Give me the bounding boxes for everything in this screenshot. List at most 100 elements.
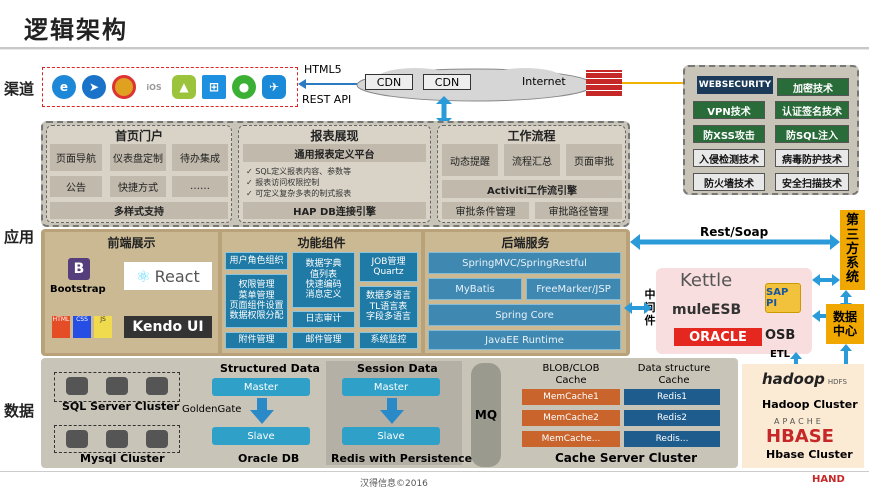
oracle-db-label: Oracle DB [238,452,300,465]
sqlserver-db-icons [66,377,168,395]
safari-icon: ➤ [82,75,106,99]
database-icon [146,377,168,395]
portal-cell: 页面导航 [50,144,102,171]
redis-persistence-label: Redis with Persistence [331,452,473,465]
hbase-logo: HBASE [766,426,834,447]
function-cell: 日志审计 [292,311,355,328]
data-center: 数据中心 [826,304,864,344]
chrome-icon [112,75,136,99]
bootstrap-label: Bootstrap [50,284,106,295]
function-cell: JOB管理 Quartz [359,252,418,282]
internet-label: Internet [522,75,566,88]
cache-cluster-label: Cache Server Cluster [555,451,698,465]
ie-icon: e [52,75,76,99]
redis-node: Redis2 [624,410,720,426]
workflow-engine: Activiti工作流引擎 [442,180,622,198]
etl-label: ETL [770,349,791,360]
hadoop-wordmark: hadoop [762,370,825,388]
js-icon: JS [94,316,112,338]
security-item: 病毒防护技术 [775,149,849,167]
report-platform: 通用报表定义平台 [243,144,426,162]
function-cell: 数据多语言 TL语言表 字段多语言 [359,286,418,328]
sqlserver-box [54,372,180,402]
database-icon [66,430,88,448]
hadoop-logo: hadoop HDFS [762,370,847,388]
datastructure-cache-label: Data structure Cache [637,363,711,386]
master-db: Master [212,378,310,396]
firewall-icon [586,70,622,96]
channel-icons: e ➤ iOS ▲ ⊞ ● ✈ [52,75,286,99]
mysql-box [54,425,180,453]
portal-footer: 多样式支持 [50,202,228,219]
android-icon: ▲ [172,75,196,99]
portal-cell: 快捷方式 [110,176,166,197]
mq-queue: MQ [471,363,501,467]
backend-item: FreeMarker/JSP [526,278,621,300]
security-item: VPN技术 [693,101,765,119]
oracle-logo: ORACLE [674,328,762,346]
rest-api-label: REST API [302,93,352,106]
middleware-arrow [624,302,652,314]
channel-clients-box [42,67,298,107]
security-item: 安全扫描技术 [775,173,849,191]
frontend-title: 前端展示 [107,236,156,250]
portal-cell: 待办集成 [172,144,228,171]
portal-cell: 仪表盘定制 [110,144,166,171]
hand-logo: HAND [812,474,845,485]
security-item: 防SQL注入 [775,125,849,143]
channel-arrow [298,79,364,89]
cdn-node-2: CDN [423,74,471,90]
security-item: 防火墙技术 [693,173,765,191]
database-icon [66,377,88,395]
html5-icon: HTML [52,316,70,338]
function-cell: 邮件管理 [292,332,355,349]
sap-pi-logo: SAP PI [765,283,801,313]
backend-item: MyBatis [428,278,522,300]
integration-to-third-party-arrow [812,274,840,286]
kettle-logo: Kettle [680,270,733,291]
backend-item: SpringMVC/SpringRestful [428,252,621,274]
security-item: 防XSS攻击 [693,125,765,143]
css3-icon: CSS [73,316,91,338]
mule-esb-logo: muleESB [672,302,742,318]
session-data-label: Session Data [357,362,438,375]
osb-label: OSB [765,328,796,343]
blob-cache-label: BLOB/CLOB Cache [542,363,600,386]
workflow-footer-1: 审批条件管理 [442,202,529,219]
third-party-system: 第三方系统 [840,210,865,290]
title-divider-shadow [0,49,869,50]
master-to-slave-arrow [250,398,274,424]
structured-data-label: Structured Data [220,362,320,375]
function-cell: 权限管理 菜单管理 页面组件设置 数据权限分配 [225,274,288,328]
windows-icon: ⊞ [202,75,226,99]
backend-item: Spring Core [428,304,621,326]
hdfs-label: HDFS [827,378,847,386]
sqlserver-label: SQL Server Cluster [62,400,180,413]
react-icon: ⚛ [136,266,151,286]
rest-soap-label: Rest/Soap [700,225,769,239]
footer-copyright: 汉得信息©2016 [360,479,428,489]
hbase-cluster-label: Hbase Cluster [766,448,853,461]
function-cell: 附件管理 [225,332,288,349]
web-tech-icons: HTML CSS JS [52,316,112,338]
functions-title: 功能组件 [297,236,346,250]
layer-channel-label: 渠道 [4,80,35,98]
mysql-label: Mysql Cluster [80,452,165,465]
database-icon [106,377,128,395]
report-title: 报表展现 [310,129,359,143]
backend-title: 后端服务 [501,236,550,250]
wechat-icon: ● [232,75,256,99]
websecurity-logo: WEBSECURITY [697,76,773,94]
portal-cell: 公告 [50,176,102,197]
backend-item: JavaEE Runtime [428,330,621,350]
bigdata-box [742,364,864,468]
footer-divider [0,471,869,472]
html5-label: HTML5 [304,63,342,76]
title-divider [0,47,869,49]
portal-title: 首页门户 [114,129,163,143]
mysql-db-icons [66,430,168,448]
react-label: React [154,266,200,286]
security-item: 加密技术 [777,78,849,96]
slave-db: Slave [212,427,310,445]
redis-node: Redis... [624,431,720,447]
